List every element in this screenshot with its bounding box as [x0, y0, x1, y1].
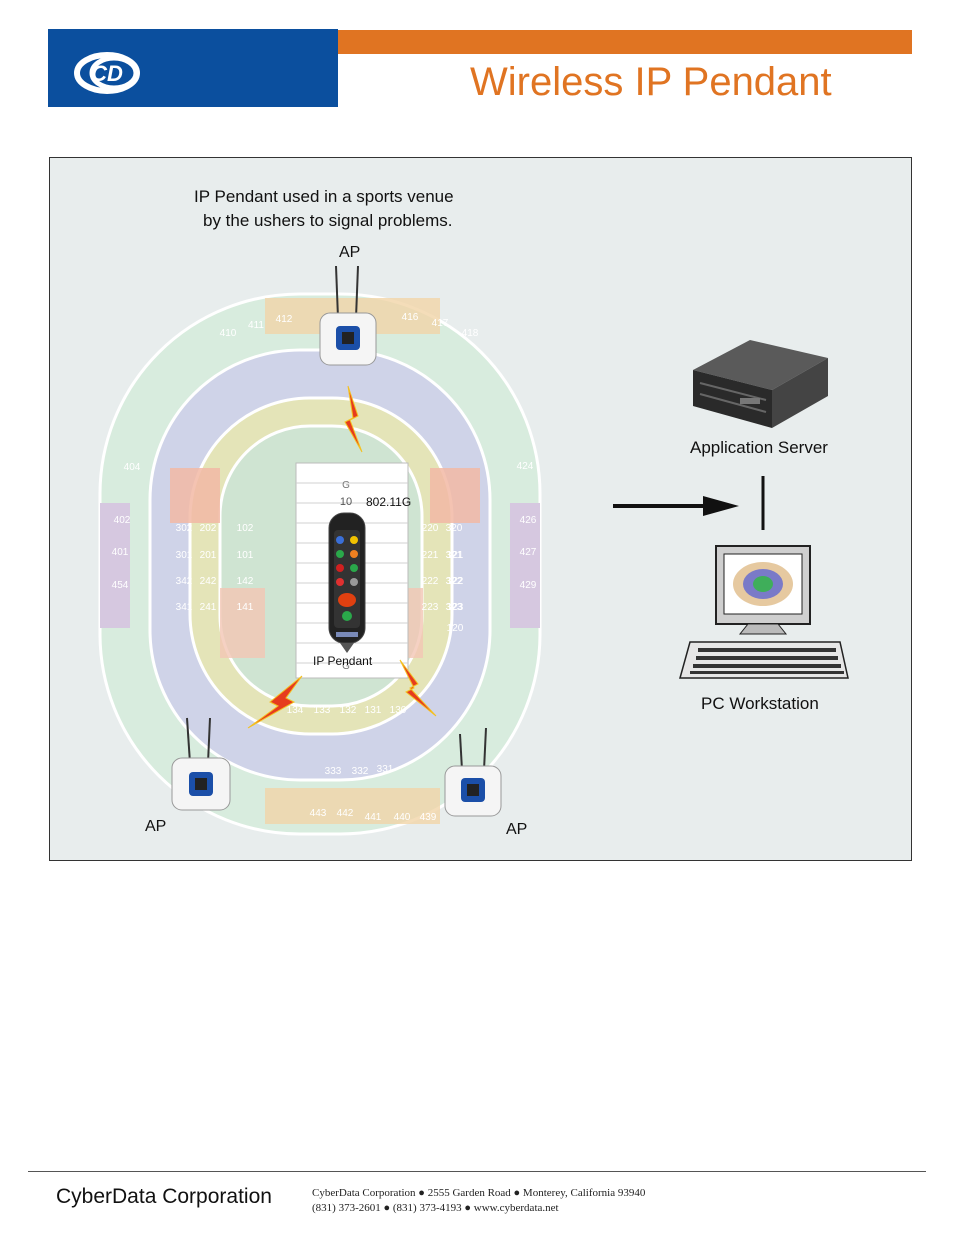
section-number: 134 [287, 705, 304, 716]
section-number: 424 [517, 461, 534, 472]
section-number: 122 [447, 576, 464, 587]
section-number: 427 [520, 547, 537, 558]
wireless-signal-icon-left [247, 675, 303, 729]
section-number: 323 [446, 602, 463, 613]
access-point-right-icon [444, 727, 502, 817]
section-number: 401 [112, 547, 129, 558]
access-point-top-label: AP [339, 244, 361, 261]
section-number: 220 [422, 523, 439, 534]
section-number: 202 [200, 523, 217, 534]
section-number: 322 [446, 576, 463, 587]
footer-phone-web: (831) 373-2601 ● (831) 373-4193 ● www.cy… [312, 1202, 559, 1214]
diagram-caption-line2: by the ushers to signal problems. [203, 211, 453, 230]
svg-text:CD: CD [91, 61, 123, 86]
section-number: 222 [422, 576, 439, 587]
section-number: 221 [422, 550, 439, 561]
left-purple-sections [100, 503, 130, 628]
wireless-signal-icon-right [399, 659, 437, 717]
section-number: 102 [237, 523, 254, 534]
section-number: 411 [248, 320, 264, 331]
access-point-left-icon [171, 717, 231, 811]
section-number: 142 [237, 576, 254, 587]
section-number: 123 [447, 602, 464, 613]
section-number: 439 [420, 812, 437, 823]
ip-pendant-device-icon [328, 512, 366, 653]
diagram-panel: G 10 G 410 411 412 416 417 418 404 402 4… [49, 157, 912, 861]
section-number: 132 [340, 705, 357, 716]
page-title: Wireless IP Pendant [470, 60, 832, 104]
section-number: 440 [394, 812, 411, 823]
section-number: 321 [446, 550, 463, 561]
section-number: 454 [112, 580, 129, 591]
access-point-right-label: AP [506, 821, 528, 838]
section-number: 341 [176, 602, 193, 613]
section-number: 242 [200, 576, 217, 587]
logo-block: CD [48, 29, 338, 107]
header-accent-bar [338, 30, 912, 54]
section-number: 342 [176, 576, 193, 587]
section-number: 429 [520, 580, 537, 591]
section-number: 131 [365, 705, 382, 716]
left-salmon-sections [170, 468, 220, 523]
footer-address: CyberData Corporation ● 2555 Garden Road… [312, 1187, 646, 1199]
section-number: 333 [325, 766, 342, 777]
cyberdata-logo-icon: CD [74, 52, 140, 94]
section-number: 441 [365, 812, 382, 823]
section-number: 412 [276, 314, 293, 325]
left-peach-sections [220, 588, 265, 658]
section-number: 332 [352, 766, 369, 777]
section-number: 426 [520, 515, 537, 526]
field-marker-mid: 10 [340, 496, 352, 508]
section-number: 410 [220, 328, 237, 339]
section-number: 320 [446, 523, 463, 534]
section-number: 301 [176, 550, 193, 561]
section-number: 404 [124, 462, 141, 473]
pc-workstation-label: PC Workstation [701, 694, 819, 713]
wireless-signal-icon-top [344, 385, 363, 453]
section-number: 121 [447, 550, 464, 561]
footer-contact-info: CyberData Corporation ● 2555 Garden Road… [312, 1186, 645, 1216]
section-number: 141 [237, 602, 254, 613]
application-server-icon [693, 340, 828, 428]
section-number: 101 [237, 550, 254, 561]
right-salmon-sections [430, 468, 480, 523]
section-number: 442 [337, 808, 354, 819]
section-number: 416 [402, 312, 419, 323]
right-purple-sections [510, 503, 540, 628]
protocol-label: 802.11G [366, 495, 412, 509]
footer-divider [28, 1171, 926, 1172]
application-server-label: Application Server [690, 438, 828, 457]
section-number: 331 [377, 764, 394, 775]
field-marker-bottom: G [342, 661, 350, 672]
section-number: 417 [432, 318, 449, 329]
arrow-head-icon [703, 496, 739, 516]
stadium-diagram: G 10 G 410 411 412 416 417 418 404 402 4… [98, 265, 849, 836]
section-number: 130 [390, 705, 407, 716]
section-number: 120 [447, 623, 464, 634]
section-number: 418 [462, 328, 479, 339]
access-point-left-label: AP [145, 818, 167, 835]
section-number-group: 410 411 412 416 417 418 404 402 401 454 … [112, 312, 537, 823]
pc-workstation-icon [679, 545, 849, 679]
section-number: 241 [200, 602, 217, 613]
section-number: 201 [200, 550, 217, 561]
section-number: 133 [314, 705, 331, 716]
footer-company-name: CyberData Corporation [56, 1185, 272, 1208]
section-number: 302 [176, 523, 193, 534]
diagram-caption-line1: IP Pendant used in a sports venue [194, 187, 454, 206]
access-point-top-icon [319, 265, 377, 366]
field-marker-top: G [342, 480, 350, 491]
ip-pendant-label: IP Pendant [313, 654, 373, 668]
bottom-orange-sections [265, 788, 440, 824]
section-number: 443 [310, 808, 327, 819]
section-number: 402 [114, 515, 131, 526]
section-number: 223 [422, 602, 439, 613]
